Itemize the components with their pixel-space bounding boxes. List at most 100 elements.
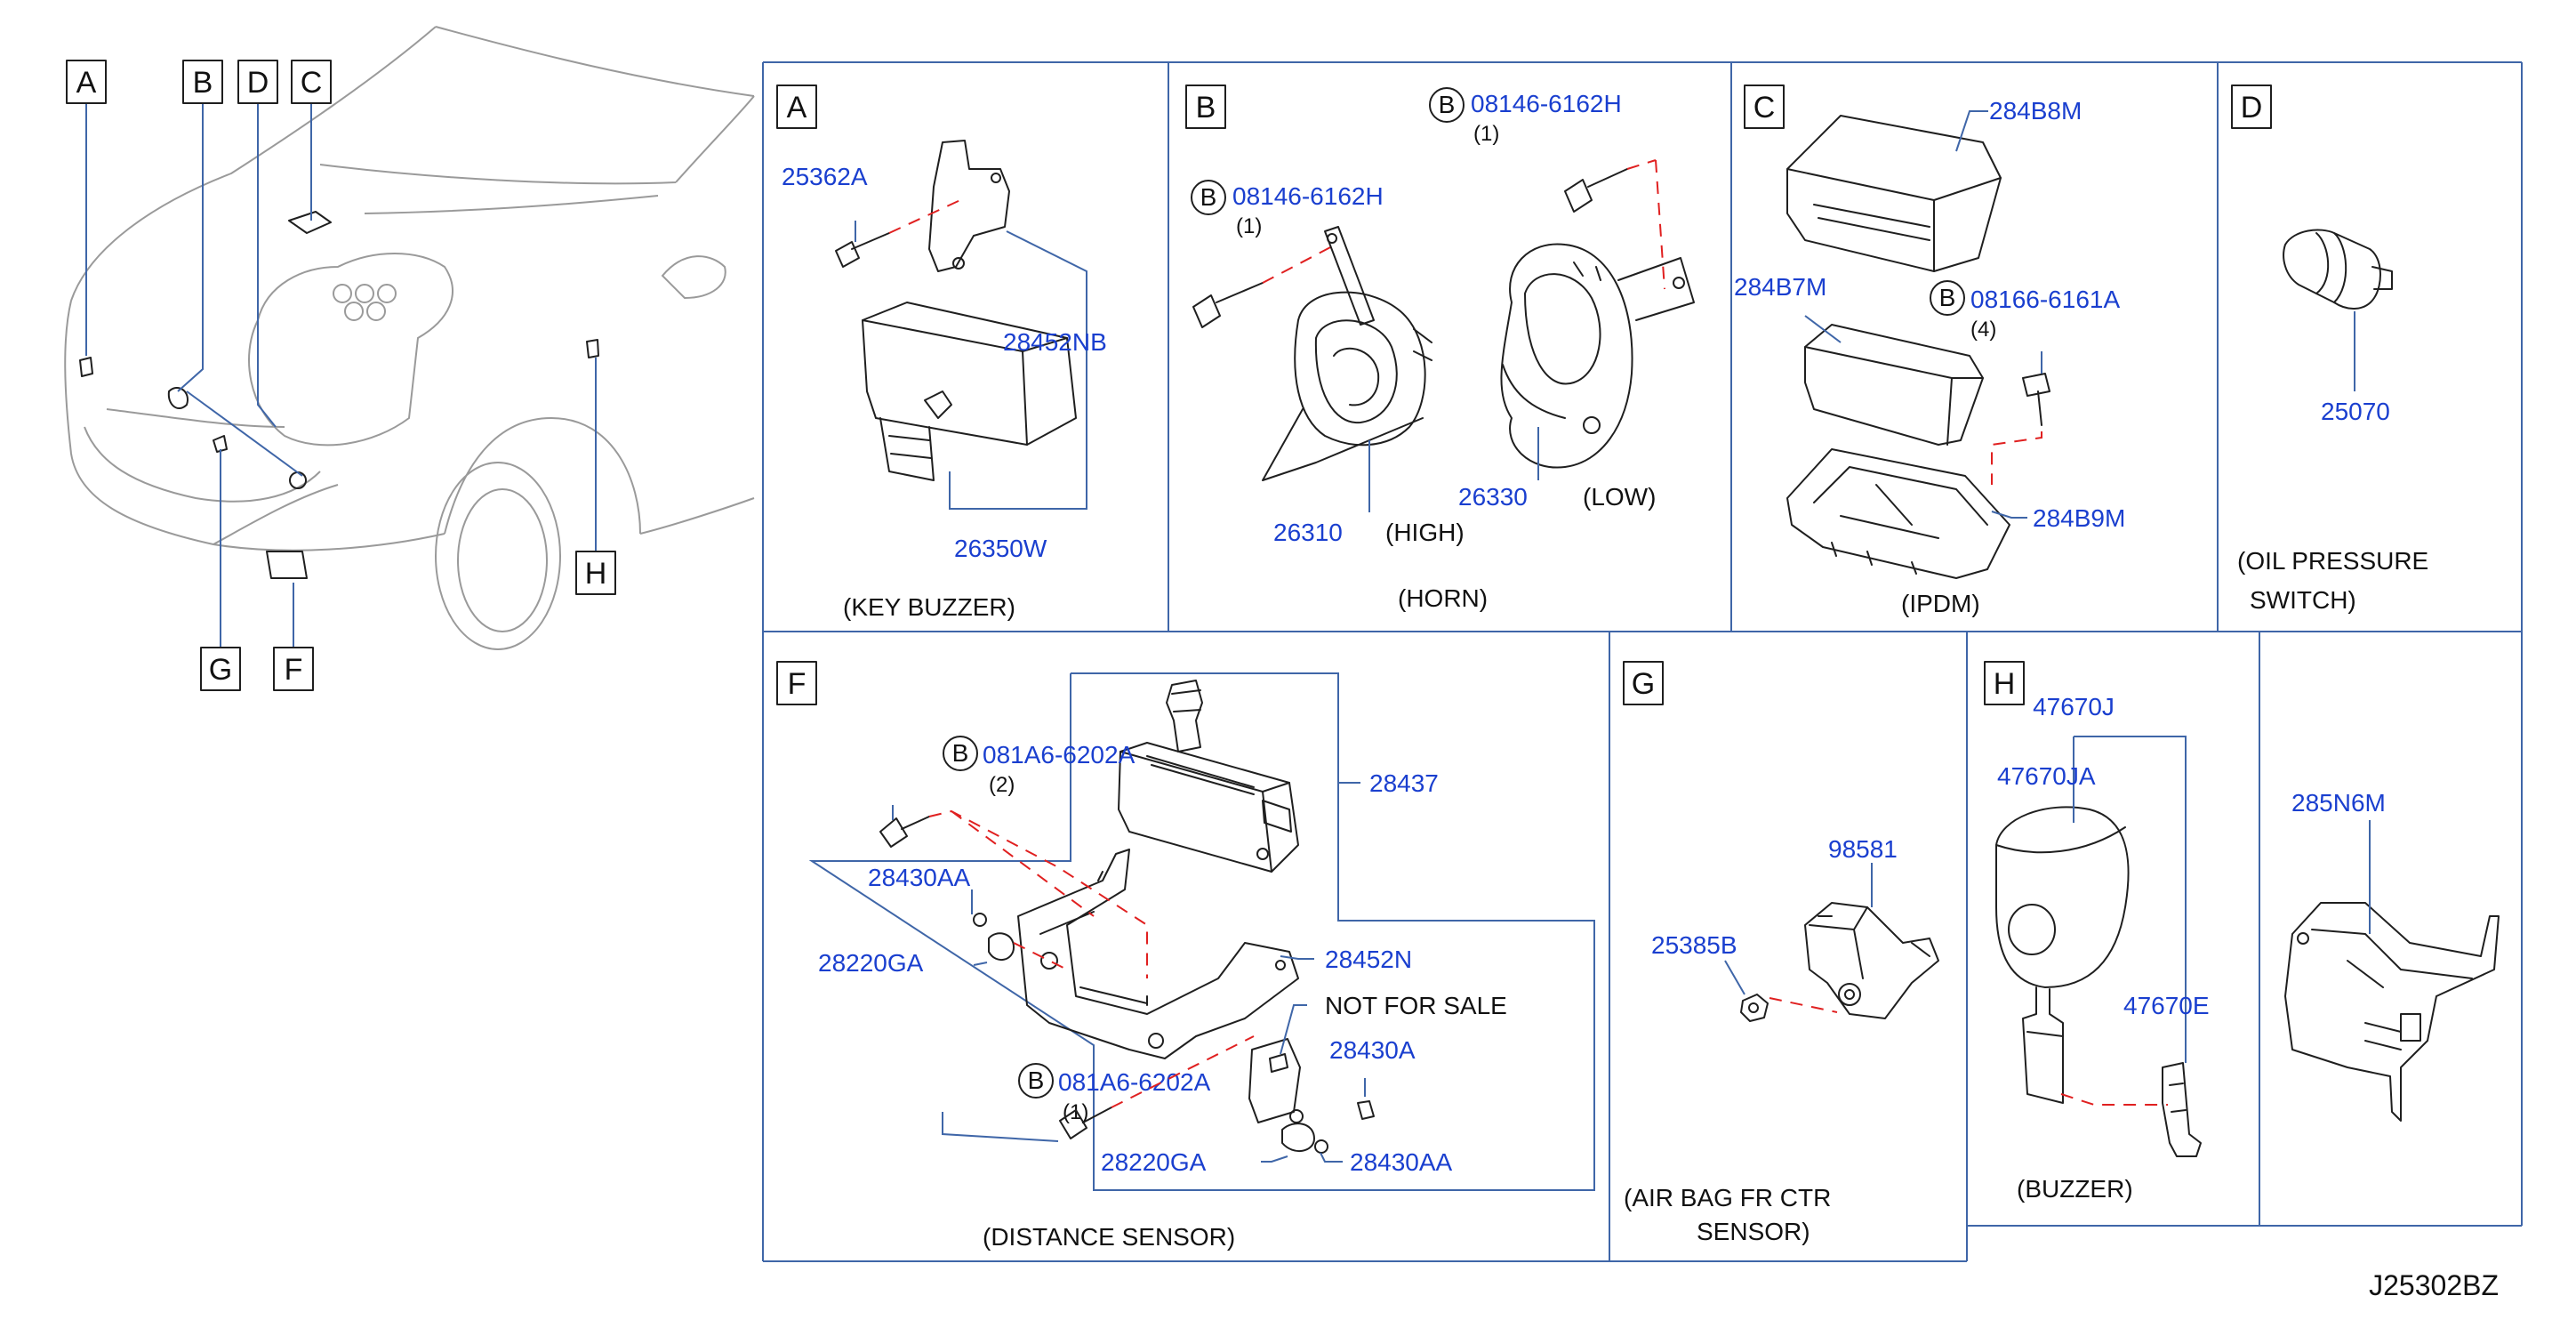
- diagram-label: (HORN): [1398, 584, 1488, 612]
- buzzer-unit: [1995, 806, 2130, 988]
- air-bag-sensor: [1804, 902, 1939, 1019]
- drawing-line: [1039, 911, 1148, 1004]
- drawing-line: [177, 102, 204, 392]
- drawing-line: [1111, 1035, 1255, 1108]
- panel-grid: [762, 61, 2523, 1262]
- key-buzzer-unit: [862, 302, 1077, 446]
- part-number-label: 081A6-6202A: [1058, 1068, 1211, 1096]
- drawing-line: [1269, 1053, 1288, 1073]
- vehicle-overview: A B D C G F H: [64, 26, 755, 691]
- part-number-label: 28220GA: [818, 949, 924, 977]
- diagram-label: D: [2241, 91, 2263, 125]
- drawing-line: [257, 102, 277, 428]
- engine-cap: [355, 284, 374, 303]
- diagram-label: A: [76, 66, 97, 100]
- diagram-label: F: [788, 667, 807, 701]
- oil-pressure-switch: [2283, 229, 2381, 310]
- diagram-label: C: [1753, 91, 1776, 125]
- circle-mark: [1314, 1139, 1328, 1154]
- circle-mark: [1673, 277, 1685, 289]
- box: [66, 60, 107, 104]
- drawing-line: [1769, 997, 1838, 1013]
- drawing-line: [186, 390, 303, 477]
- drawing-line: [2074, 736, 2187, 1063]
- diagram-label: D: [247, 66, 269, 100]
- part-number-label: 28220GA: [1101, 1148, 1207, 1176]
- circle-mark: [1583, 416, 1601, 434]
- box: [273, 647, 314, 691]
- part-number-label: 284B7M: [1734, 273, 1826, 301]
- box: [1984, 661, 2025, 705]
- box: [2400, 1013, 2421, 1042]
- buzzer-on-car: [586, 339, 599, 358]
- air-bag-sensor-on-car: [213, 435, 228, 453]
- module-285N6M: [2284, 902, 2500, 1122]
- part-number-label: 28430AA: [1350, 1148, 1453, 1176]
- drawing-line: [888, 199, 961, 234]
- panel-G: G 98581 25385B (AIR BAG FR CTR SENSOR): [1623, 661, 1939, 1245]
- part-number-label: 28452N: [1325, 946, 1412, 973]
- part-number-label: 25070: [2321, 398, 2390, 425]
- drawing-line: [949, 230, 1087, 510]
- drawing-line: [1573, 262, 1601, 281]
- horn-on-car: [167, 387, 189, 409]
- drawing-line: [1955, 110, 1988, 152]
- diagram-label: H: [1994, 667, 2016, 701]
- circle-mark: [973, 913, 987, 927]
- drawing-line: [1013, 942, 1068, 970]
- diagram-label: A: [787, 91, 807, 125]
- drawing-line: [1786, 168, 2002, 272]
- part-number-label: 28430A: [1329, 1036, 1416, 1064]
- oil-switch-on-car: [289, 471, 307, 489]
- screw: [1059, 1107, 1112, 1139]
- part-number-label: 284B8M: [1989, 97, 2082, 125]
- drawing-line: [1831, 542, 1917, 575]
- circle-mark: [1275, 960, 1286, 970]
- circle-mark: [1191, 180, 1226, 215]
- drawing-line: [951, 810, 1095, 917]
- drawing-line: [2315, 232, 2347, 303]
- callout-box-D: D: [237, 60, 278, 104]
- drawing-line: [1813, 466, 1988, 539]
- panel-A: A 25362A 28452NB 26350W (KEY BUZZER): [776, 85, 1107, 621]
- distance-sensor-on-car: [266, 551, 308, 579]
- callout-box-H: H: [575, 551, 616, 595]
- part-number-label: 26310: [1273, 519, 1343, 546]
- box: [2231, 85, 2272, 129]
- diagram-label: B: [952, 739, 969, 767]
- diagram-label: (DISTANCE SENSOR): [983, 1223, 1235, 1251]
- drawing-line: [1333, 347, 1380, 406]
- drawing-line: [1357, 1100, 1375, 1120]
- callout-box-G: G: [200, 647, 241, 691]
- ipdm-unit: [1804, 324, 1984, 446]
- callout-box-A: A: [66, 60, 107, 104]
- ipdm-lower-case: [1786, 448, 2010, 579]
- drawing-line: [2060, 1093, 2168, 1106]
- circle-mark: [1148, 1033, 1164, 1049]
- part-number-label: 28452NB: [1003, 328, 1107, 356]
- drawing-line: [942, 1112, 1059, 1142]
- diagram-label: (BUZZER): [2017, 1175, 2133, 1203]
- diagram-label: (1): [1063, 1100, 1088, 1124]
- drawing-line: [1261, 1155, 1288, 1163]
- part-number-label: 26350W: [954, 535, 1047, 562]
- circle-mark: [1040, 952, 1058, 970]
- front-wheel: [435, 462, 561, 650]
- buzzer-clip: [2162, 1062, 2202, 1157]
- circle-mark: [2008, 904, 2056, 955]
- assembly-boundary: [808, 672, 1595, 1191]
- diagram-label: B: [1200, 183, 1217, 211]
- box: [1185, 85, 1226, 129]
- sensor-clip: [1248, 1038, 1301, 1123]
- drawing-line: [1818, 915, 1930, 957]
- panel-H: H 47670J 47670JA 47670E (BUZZER): [1984, 661, 2210, 1203]
- drawing-line: [973, 962, 988, 966]
- diagram-label: B: [1028, 1066, 1045, 1094]
- panel-D: D 25070 (OIL PRESSURE SWITCH): [2231, 85, 2428, 614]
- panel-C: C B 08166-6161A (4) 284B8M 284B7M 284B9M…: [1734, 85, 2125, 617]
- drawing-line: [1804, 315, 1842, 343]
- drawing-line: [1146, 755, 1255, 795]
- drawing-line: [924, 390, 952, 419]
- diagram-label: (4): [1970, 318, 1996, 342]
